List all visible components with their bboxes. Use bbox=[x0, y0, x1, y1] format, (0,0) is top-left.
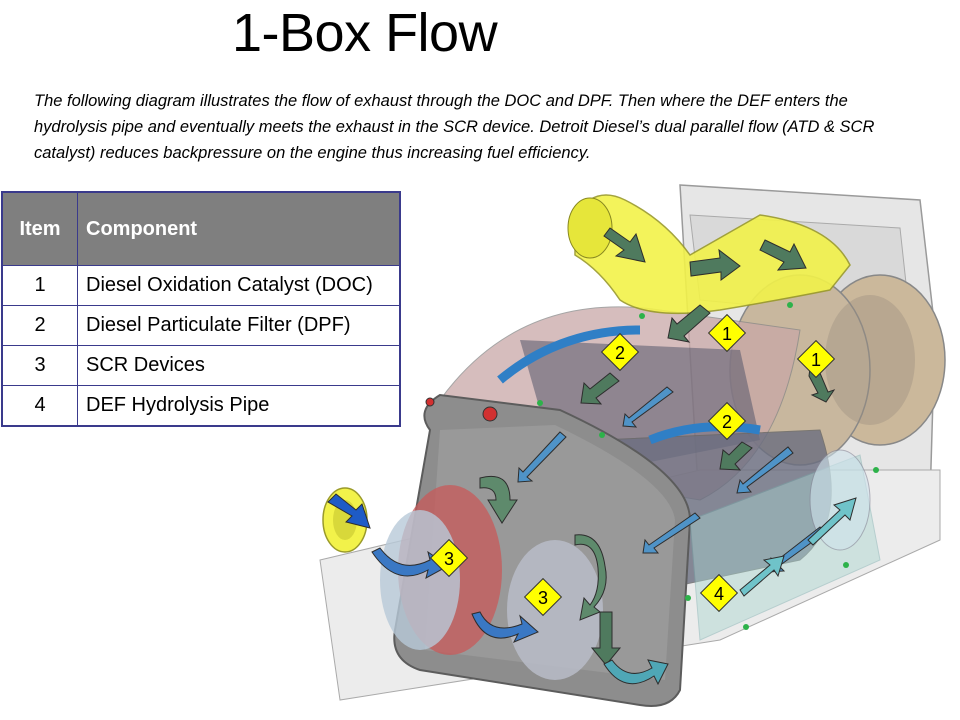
callout-label: 3 bbox=[444, 549, 454, 569]
inlet-pipe-top bbox=[567, 194, 851, 315]
component-table: Item Component 1 Diesel Oxidation Cataly… bbox=[1, 191, 401, 427]
callout-4: 4 bbox=[699, 573, 739, 613]
fittings bbox=[425, 302, 879, 630]
curved-arrow-icon bbox=[371, 547, 449, 579]
page-title: 1-Box Flow bbox=[232, 3, 498, 63]
flow-arrow-icon bbox=[517, 431, 567, 483]
flow-arrow-icon bbox=[580, 372, 620, 405]
callout-2b: 2 bbox=[707, 401, 747, 441]
table-cell-item: 4 bbox=[1, 385, 78, 427]
inlet-arrow-icon bbox=[327, 493, 371, 529]
table-cell-item: 3 bbox=[1, 345, 78, 386]
callout-1b: 1 bbox=[796, 339, 836, 379]
curved-arrow-icon bbox=[471, 611, 539, 643]
flow-arrow-icon bbox=[667, 304, 711, 343]
column-header-component: Component bbox=[77, 191, 401, 266]
flow-arrow-icon bbox=[807, 497, 857, 546]
table-row: 2 Diesel Particulate Filter (DPF) bbox=[1, 305, 401, 346]
curved-arrow-icon bbox=[574, 534, 607, 621]
table-header-row: Item Component bbox=[1, 191, 401, 266]
flow-arrow-icon bbox=[689, 248, 741, 281]
flow-arrow-icon bbox=[603, 227, 646, 263]
callout-label: 4 bbox=[714, 584, 724, 604]
flow-arrow-icon bbox=[759, 239, 807, 271]
flow-arrow-icon bbox=[622, 386, 674, 428]
flow-arrow-icon bbox=[719, 441, 753, 471]
flow-arrow-icon bbox=[736, 446, 794, 494]
callout-2a: 2 bbox=[600, 332, 640, 372]
table-row: 3 SCR Devices bbox=[1, 345, 401, 386]
table-cell-component: Diesel Particulate Filter (DPF) bbox=[77, 305, 401, 346]
callout-3b: 3 bbox=[523, 577, 563, 617]
curved-arrow-icon bbox=[590, 611, 622, 666]
curved-arrow-icon bbox=[603, 659, 669, 686]
table-cell-item: 2 bbox=[1, 305, 78, 346]
table-cell-item: 1 bbox=[1, 265, 78, 306]
callouts: 1 1 2 2 3 3 4 bbox=[429, 313, 836, 617]
column-header-item: Item bbox=[1, 191, 78, 266]
aftertreatment-diagram: 1 1 2 2 3 3 4 bbox=[319, 184, 946, 707]
curved-arrow-icon bbox=[479, 475, 518, 524]
def-flow-arrows bbox=[327, 493, 857, 597]
callout-label: 2 bbox=[722, 412, 732, 432]
table-row: 1 Diesel Oxidation Catalyst (DOC) bbox=[1, 265, 401, 306]
flow-arrow-icon bbox=[739, 555, 785, 597]
table-cell-component: SCR Devices bbox=[77, 345, 401, 386]
callout-3a: 3 bbox=[429, 538, 469, 578]
callout-label: 2 bbox=[615, 343, 625, 363]
callout-label: 1 bbox=[722, 324, 732, 344]
table-cell-component: DEF Hydrolysis Pipe bbox=[77, 385, 401, 427]
flow-arrow-icon bbox=[642, 512, 701, 554]
table-row: 4 DEF Hydrolysis Pipe bbox=[1, 385, 401, 427]
scr-exit-arrows bbox=[371, 475, 669, 686]
table-cell-component: Diesel Oxidation Catalyst (DOC) bbox=[77, 265, 401, 306]
description-text: The following diagram illustrates the fl… bbox=[34, 92, 875, 162]
callout-1a: 1 bbox=[707, 313, 747, 353]
callout-label: 3 bbox=[538, 588, 548, 608]
callout-label: 1 bbox=[811, 350, 821, 370]
